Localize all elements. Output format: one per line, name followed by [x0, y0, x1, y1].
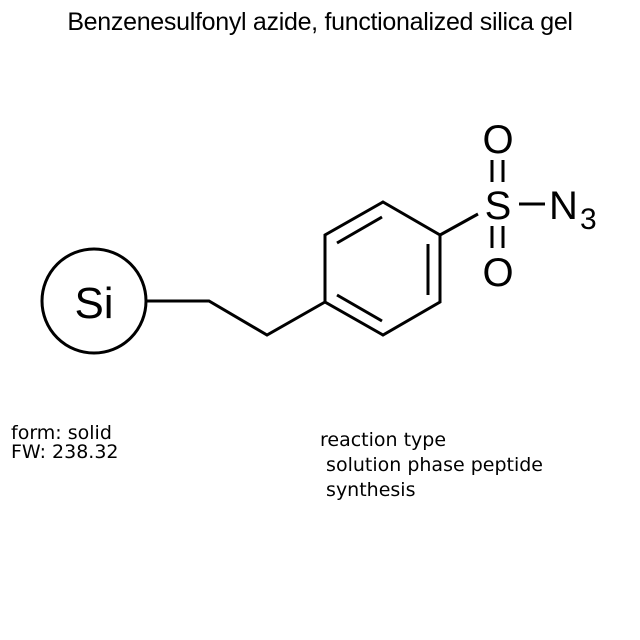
reaction-type-line1: solution phase peptide — [320, 454, 543, 476]
form-text: form: solid — [11, 422, 112, 444]
oxygen-top-label: O — [482, 118, 513, 162]
azide-subscript: 3 — [580, 203, 597, 236]
reaction-type-block: reaction type solution phase peptide syn… — [320, 428, 543, 503]
azide-nitrogen-label: N — [549, 184, 578, 228]
ethyl-linker — [146, 299, 326, 337]
reaction-type-line2: synthesis — [320, 479, 416, 501]
oxygen-bottom-label: O — [482, 251, 513, 295]
sulfur-label: S — [485, 184, 512, 228]
silicon-label: Si — [74, 279, 113, 328]
benzene-ring — [323, 200, 442, 337]
formula-weight-text: FW: 238.32 — [11, 441, 119, 463]
reaction-type-heading: reaction type — [320, 429, 447, 451]
ring-sulfur-bond — [439, 212, 479, 237]
compound-title: Benzenesulfonyl azide, functionalized si… — [67, 8, 573, 36]
